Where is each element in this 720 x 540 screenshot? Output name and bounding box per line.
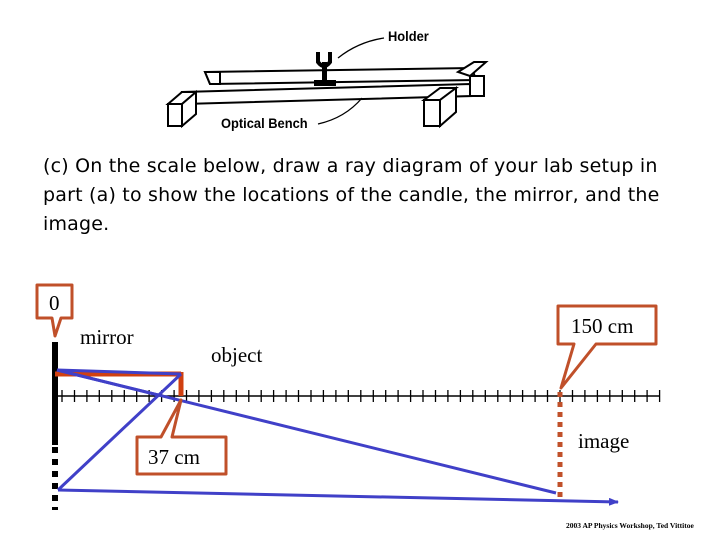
holder-label: Holder (388, 28, 429, 44)
object-position-label: 37 cm (148, 445, 200, 469)
holder (314, 52, 336, 86)
holder-pointer-line (337, 37, 385, 59)
ray-3-extension (56, 368, 159, 397)
mirror-label: mirror (80, 325, 134, 349)
ray-1-incident (56, 368, 182, 376)
zero-callout: 0 (35, 283, 74, 338)
zero-label: 0 (49, 291, 60, 315)
optical-bench-illustration (165, 37, 489, 129)
end-label: 150 cm (571, 314, 633, 338)
question-text: (c) On the scale below, draw a ray diagr… (43, 155, 660, 235)
ray-2-incident (56, 372, 183, 492)
ray-2-reflected (57, 488, 619, 506)
footer-credit: 2003 AP Physics Workshop, Ted Vittitoe (566, 521, 694, 530)
end-callout: 150 cm (556, 304, 658, 390)
optical-bench (165, 61, 489, 129)
object-position-callout: 37 cm (135, 398, 228, 476)
object-label: object (211, 343, 262, 367)
rays (56, 368, 619, 506)
bench-pointer-line (317, 97, 363, 125)
image-label: image (578, 429, 629, 453)
optical-bench-label: Optical Bench (221, 115, 308, 131)
